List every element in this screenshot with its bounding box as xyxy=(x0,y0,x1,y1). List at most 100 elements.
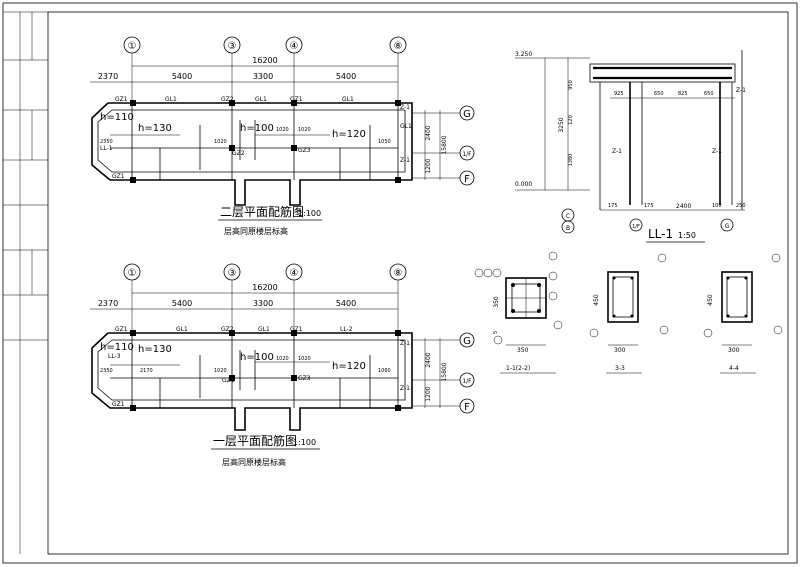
vert-dim: 950 xyxy=(568,80,574,90)
horiz-dim: 2400 xyxy=(676,203,691,210)
member-label: GZ1 xyxy=(115,96,128,103)
axis-bubbles-top: ① ③ ④ ⑧ xyxy=(123,36,407,100)
plan-top: ① ③ ④ ⑧ 16200 2370 5400 3300 5400 xyxy=(90,36,475,236)
dim-right: 2400 xyxy=(425,125,432,140)
column-marker xyxy=(229,145,235,151)
dim-span: 5400 xyxy=(336,72,356,81)
axis-label: ① xyxy=(128,41,137,52)
dim-overall: 16200 xyxy=(252,283,277,292)
small-dim: 1020 xyxy=(298,127,311,133)
small-dim: 1020 xyxy=(214,139,227,145)
axis-label: C xyxy=(566,213,570,220)
member-label: LL-2 xyxy=(340,326,353,333)
vert-dim: 1380 xyxy=(568,154,574,167)
dim-chain-bottom: 16200 2370 5400 3300 5400 xyxy=(90,283,398,310)
section-width: 300 xyxy=(728,347,740,354)
row-axis: 1/F xyxy=(462,151,472,158)
dim-span: 3300 xyxy=(253,72,273,81)
dim-right: 1200 xyxy=(425,386,432,401)
member-label: GL1 xyxy=(176,326,188,333)
plan-scale: 1:100 xyxy=(293,438,316,447)
z-label: Z-1 xyxy=(612,148,622,155)
axis-label: ④ xyxy=(290,268,299,279)
column-marker xyxy=(291,100,297,106)
horiz-dim: 650 xyxy=(704,91,714,97)
ll1-beam xyxy=(589,63,736,83)
column-marker xyxy=(291,145,297,151)
small-dim: 1050 xyxy=(378,139,391,145)
slab-thickness: h=130 xyxy=(138,344,172,355)
column-marker xyxy=(291,375,297,381)
horiz-dim: 925 xyxy=(614,91,624,97)
member-label: GL1 xyxy=(342,96,354,103)
section-height: 450 xyxy=(707,294,714,306)
member-label: Z-1 xyxy=(400,157,410,164)
section-1-1: 5 350 350 1-1(2-2) xyxy=(474,251,563,374)
column-marker xyxy=(395,177,401,183)
section-height: 450 xyxy=(593,294,600,306)
small-dim: 2170 xyxy=(140,368,153,374)
plan-walls-bottom xyxy=(91,330,413,431)
small-dim: 1020 xyxy=(214,368,227,374)
z-label: Z-1 xyxy=(736,87,746,94)
member-label: GL1 xyxy=(400,123,412,130)
title-block xyxy=(3,11,48,554)
member-label: GL1 xyxy=(255,96,267,103)
section-3-3: 450 300 3-3 xyxy=(589,253,669,374)
rebar-label: 5 xyxy=(493,331,499,334)
ll1-title: LL-1 xyxy=(648,227,673,241)
member-label: GL1 xyxy=(165,96,177,103)
column-marker xyxy=(229,375,235,381)
horiz-dim: 100 xyxy=(712,203,722,209)
row-axes-bottom: G 1/F F 2400 1200 15800 xyxy=(412,332,475,414)
vert-dim: 120 xyxy=(568,115,574,125)
column-marker xyxy=(229,330,235,336)
section-width: 300 xyxy=(614,347,626,354)
small-dim: 1020 xyxy=(298,356,311,362)
axis-label: ⑧ xyxy=(394,41,403,52)
row-axis: 1/F xyxy=(462,378,472,385)
plan-title: 一层平面配筋图 xyxy=(213,433,297,448)
dim-right: 1200 xyxy=(425,158,432,173)
slab-thickness: h=110 xyxy=(100,342,134,353)
dim-span: 5400 xyxy=(172,72,192,81)
member-label: GZ2 xyxy=(221,326,234,333)
small-dim: 1020 xyxy=(276,356,289,362)
dim-right-total: 15800 xyxy=(441,135,448,154)
dim-overall: 16200 xyxy=(252,56,277,65)
column-marker xyxy=(130,177,136,183)
horiz-dim: 175 xyxy=(608,203,618,209)
horiz-dim: 250 xyxy=(736,203,746,209)
dim-right-total: 15800 xyxy=(441,362,448,381)
section-height: 350 xyxy=(493,296,500,308)
drawing-frame xyxy=(47,11,789,555)
dim-span: 5400 xyxy=(336,299,356,308)
section-title: 4-4 xyxy=(729,365,739,372)
dim-right: 2400 xyxy=(425,352,432,367)
axis-label: ③ xyxy=(228,41,237,52)
axis-label: 1/F xyxy=(632,224,640,230)
slab-thickness: h=120 xyxy=(332,129,366,140)
member-label: GZ3 xyxy=(298,147,311,154)
axis-bubbles-bottom: ① ③ ④ ⑧ xyxy=(123,263,407,330)
plan-title: 二层平面配筋图 xyxy=(220,204,304,219)
axis-label: ⑧ xyxy=(394,268,403,279)
member-label: GZ1 xyxy=(290,326,303,333)
member-label: Z-1 xyxy=(400,340,410,347)
small-dim: 2350 xyxy=(100,139,113,145)
member-label: GZ1 xyxy=(115,326,128,333)
small-dim: 2350 xyxy=(100,368,113,374)
row-axis: F xyxy=(464,174,470,185)
row-axis: G xyxy=(463,109,471,120)
column-marker xyxy=(229,100,235,106)
axis-label: ④ xyxy=(290,41,299,52)
vert-dim: 3250 xyxy=(558,117,565,132)
column-marker xyxy=(130,405,136,411)
small-dim: 1020 xyxy=(276,127,289,133)
axis-label: G xyxy=(725,223,730,230)
slab-thickness: h=100 xyxy=(240,123,274,134)
horiz-dim: 650 xyxy=(654,91,664,97)
axis-label: ③ xyxy=(228,268,237,279)
